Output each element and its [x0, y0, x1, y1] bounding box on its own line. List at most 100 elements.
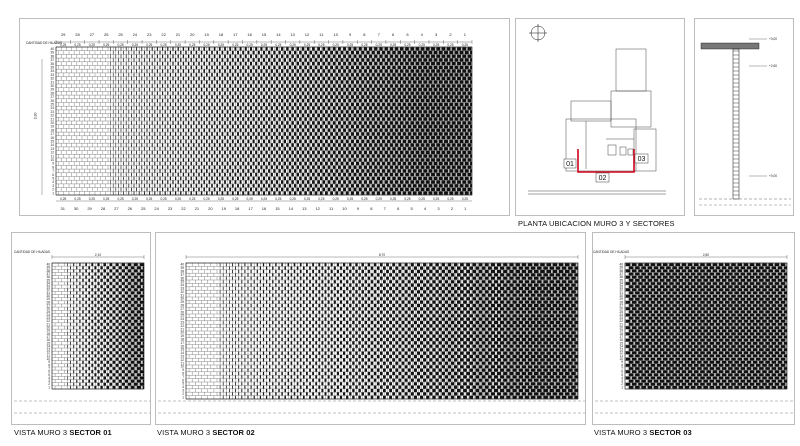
bottom-number: 14 [289, 206, 294, 211]
brick-joints [624, 263, 787, 389]
dimension-value: 0,25 [103, 197, 109, 201]
course-number: 33 [50, 73, 54, 77]
course-number: 33 [180, 287, 184, 291]
sector-box [634, 153, 649, 164]
dimension-value: 0,25 [74, 197, 80, 201]
course-number: 19 [619, 329, 623, 333]
dimension-value: 0,25 [146, 197, 152, 201]
course-number: 15 [619, 341, 623, 345]
course-number: 18 [180, 338, 184, 342]
course-number: 21 [619, 322, 623, 326]
course-number: 27 [50, 95, 54, 99]
course-lines [186, 262, 578, 400]
course-number: 35 [619, 278, 623, 282]
course-number: 11 [47, 354, 51, 358]
course-number: 16 [180, 344, 184, 348]
dimension-value: 0,25 [117, 43, 123, 47]
course-number: 4 [52, 180, 54, 184]
bottom-number: 11 [329, 206, 334, 211]
course-number: 14 [619, 344, 623, 348]
sector-02-caption: VISTA MURO 3 SECTOR 02 [157, 428, 255, 437]
course-number: 37 [46, 272, 50, 276]
sector-01-drawing: CANTIDAD DE HILADAS2,1040393837363534333… [14, 250, 150, 414]
column-number: 4 [421, 32, 424, 37]
column-number: 15 [262, 32, 267, 37]
plan-caption: PLANTA UBICACION MURO 3 Y SECTORES [518, 219, 675, 228]
course-number: 26 [50, 99, 54, 103]
column-number: 26 [104, 32, 109, 37]
bottom-dimension-row: 0,25 0,25 0,25 0,25 0,25 0,25 0,25 0,25 0,25 0,25… [56, 197, 472, 202]
course-number: 29 [180, 300, 184, 304]
course-number: 9 [52, 162, 54, 166]
course-number: 7 [52, 169, 54, 173]
dimension-value: 0,25 [261, 43, 267, 47]
wall-section: +3,00+2,60+0,00 [699, 37, 791, 206]
course-number: 37 [619, 272, 623, 276]
dimension-value: 0,25 [160, 197, 166, 201]
sector-01-caption: VISTA MURO 3 SECTOR 01 [14, 428, 112, 437]
dimension-value: 0,25 [404, 43, 410, 47]
dimension-value: 0,25 [433, 43, 439, 47]
sector-label: 02 [599, 175, 607, 182]
dimension-value: 0,25 [376, 197, 382, 201]
column-number: 5 [406, 32, 409, 37]
course-number: 15 [180, 348, 184, 352]
course-number: 17 [619, 335, 623, 339]
hiladas-note: CANTIDAD DE HILADAS [593, 250, 629, 254]
column-number: 28 [75, 32, 80, 37]
course-number: 28 [50, 91, 54, 95]
course-number: 2 [621, 382, 623, 386]
course-number: 1 [621, 385, 623, 389]
course-number: 1 [52, 191, 54, 195]
north-arrow [529, 24, 547, 42]
bottom-number: 21 [195, 206, 200, 211]
course-number: 38 [180, 270, 184, 274]
bottom-number: 19 [222, 206, 227, 211]
course-number: 30 [619, 294, 623, 298]
course-number: 14 [46, 344, 50, 348]
course-number: 11 [620, 354, 624, 358]
course-number: 13 [180, 355, 184, 359]
column-number: 24 [133, 32, 138, 37]
dimension-value: 0,25 [60, 43, 66, 47]
dimension-value: 0,25 [132, 197, 138, 201]
dimension-value: 0,25 [419, 197, 425, 201]
dimension-value: 0,25 [146, 43, 152, 47]
course-number: 34 [50, 69, 54, 73]
bottom-number: 2 [451, 206, 454, 211]
slab [700, 42, 760, 50]
course-number: 1 [48, 385, 50, 389]
dimension-value: 0,25 [232, 43, 238, 47]
bottom-number: 18 [235, 206, 240, 211]
wall-courses [733, 50, 739, 196]
dimension-value: 0,25 [275, 197, 281, 201]
course-number: 27 [46, 303, 50, 307]
course-number: 34 [619, 281, 623, 285]
bottom-number: 10 [342, 206, 347, 211]
caption-prefix: VISTA MURO 3 [157, 428, 213, 437]
course-number: 3 [48, 379, 50, 383]
course-number: 28 [619, 300, 623, 304]
course-number: 32 [619, 288, 623, 292]
course-number: 19 [180, 334, 184, 338]
course-lines [52, 262, 144, 390]
course-number: 17 [46, 335, 50, 339]
course-number: 7 [182, 375, 184, 379]
course-number: 21 [50, 117, 54, 121]
dimension-value: 0,25 [462, 197, 468, 201]
course-number: 9 [182, 368, 184, 372]
course-number: 31 [619, 291, 623, 295]
column-number: 13 [290, 32, 295, 37]
caption-sector: SECTOR 02 [212, 428, 255, 437]
dimension-value: 0,25 [390, 197, 396, 201]
course-number: 7 [48, 366, 50, 370]
course-number: 34 [180, 283, 184, 287]
course-number: 14 [50, 143, 54, 147]
bottom-number: 30 [74, 206, 79, 211]
bottom-number: 20 [208, 206, 213, 211]
course-number: 6 [182, 378, 184, 382]
course-number: 40 [46, 263, 50, 267]
